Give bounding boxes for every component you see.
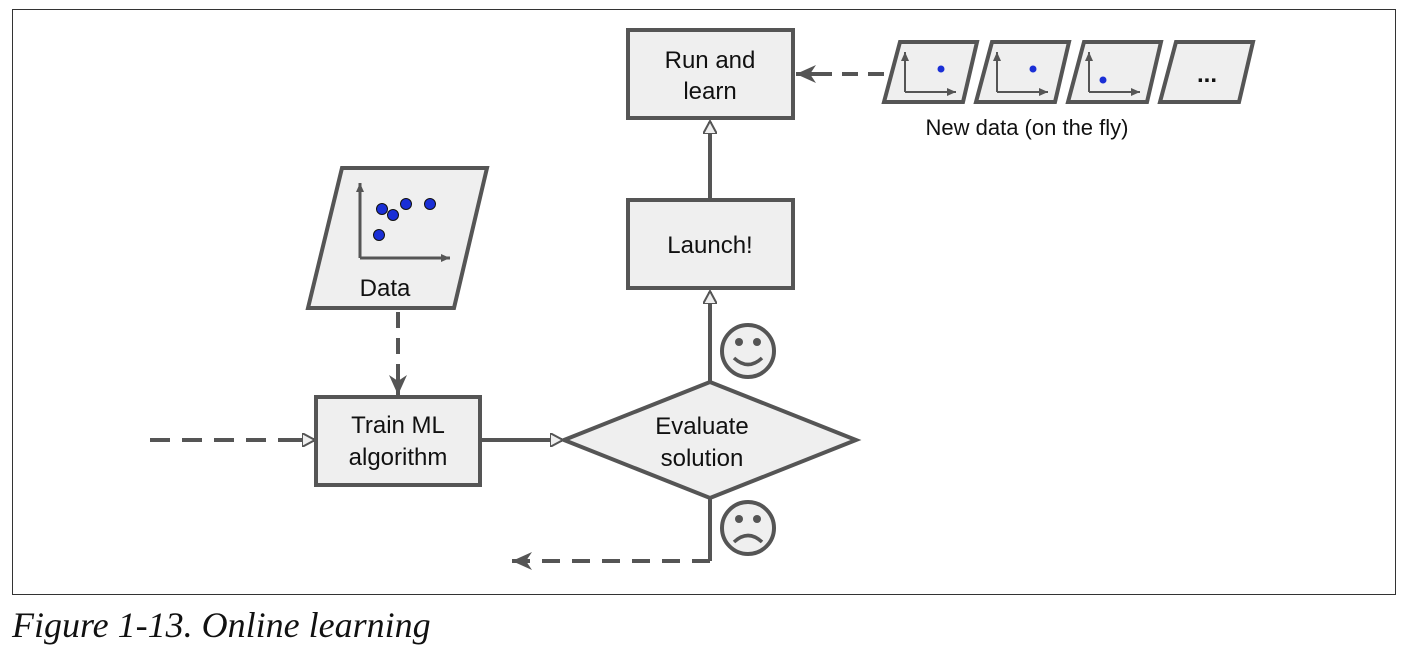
launch-box: Launch! [626,198,795,290]
new-data-frame-2 [973,40,1072,104]
online-learning-diagram: Run and learn Launch! Evaluate solution … [12,9,1396,595]
data-parallelogram: Data [305,166,490,310]
evaluate-label-line2: solution [661,445,744,472]
new-data-label: New data (on the fly) [926,115,1129,140]
sad-face-icon [720,500,776,556]
run-and-learn-box: Run and learn [626,28,795,120]
launch-label: Launch! [667,232,752,259]
evaluate-solution-diamond: Evaluate solution [558,379,862,501]
new-data-frame-3 [1065,40,1164,104]
new-data-frame-1 [881,40,980,104]
train-ml-box: Train ML algorithm [314,395,482,487]
new-data-stream: ... New data (on the fly) [881,40,1256,140]
happy-face-icon [720,323,776,379]
new-data-frame-ellipsis: ... [1157,40,1256,104]
data-label: Data [360,275,411,302]
data-points [373,198,436,241]
evaluate-label-line1: Evaluate [655,413,748,440]
ellipsis-label: ... [1197,61,1217,88]
run-and-learn-label-line1: Run and [665,47,756,74]
train-label-line2: algorithm [349,444,448,471]
figure-caption: Figure 1-13. Online learning [12,605,431,645]
run-and-learn-label-line2: learn [683,78,736,105]
train-label-line1: Train ML [351,412,445,439]
